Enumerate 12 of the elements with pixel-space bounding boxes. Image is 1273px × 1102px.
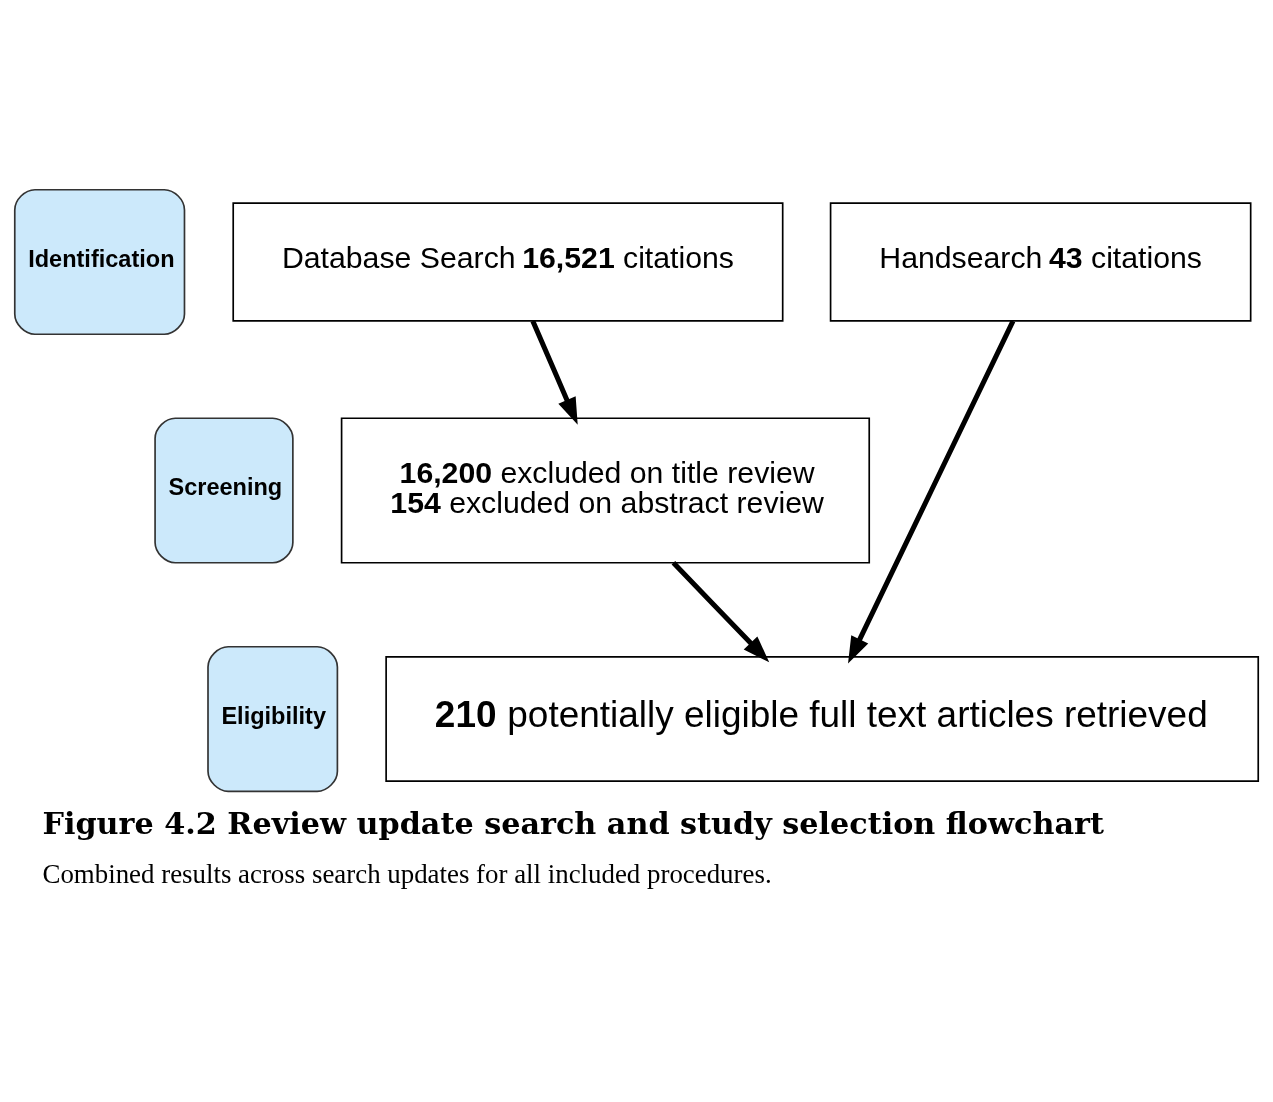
caption: Combined results across search updates for all included procedures. — [42, 859, 772, 890]
arrow — [671, 561, 770, 663]
node-box: Database Search 16,521 citations — [232, 202, 784, 322]
node-box: Identification — [13, 188, 186, 336]
node-box: Eligibility — [207, 645, 339, 793]
arrow — [530, 320, 578, 425]
arrow — [848, 320, 1016, 664]
node-box: 16,200 excluded on title review 154 excluded on abstract review — [340, 417, 871, 564]
node-box: Handsearch 43 citations — [829, 202, 1252, 322]
node-box: Screening — [154, 417, 294, 564]
node-box: 210 potentially eligible full text articles retrieved — [385, 656, 1260, 783]
diagram-title: Figure 4.2 Review update search and study selection flowchart — [42, 805, 1104, 841]
